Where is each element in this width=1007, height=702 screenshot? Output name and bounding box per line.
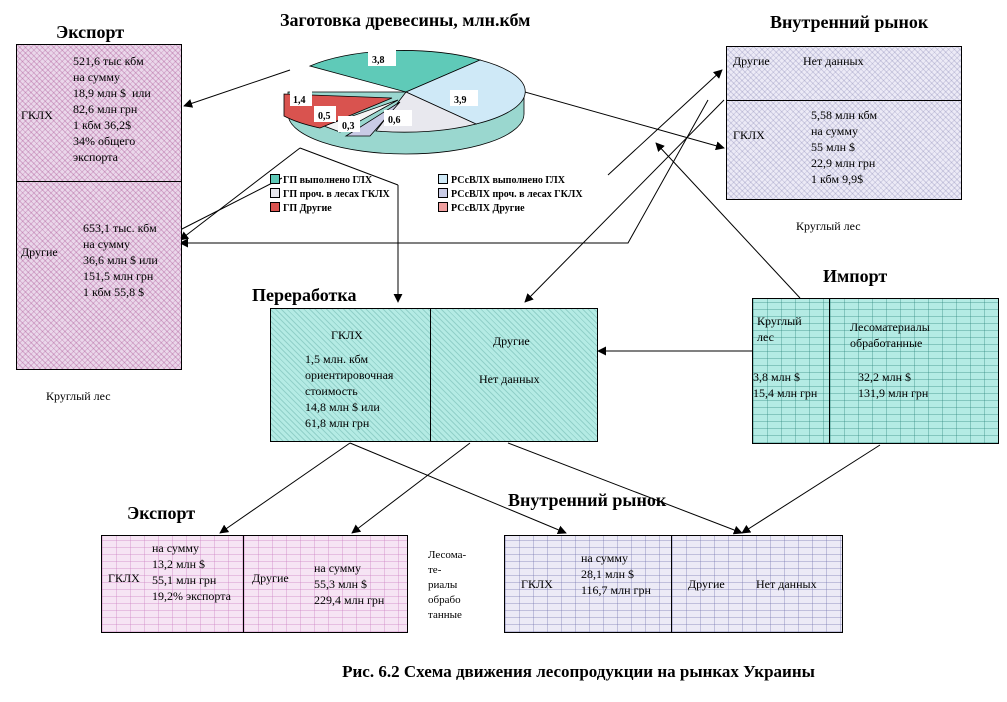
legend-item: ГП проч. в лесах ГКЛХ (270, 188, 390, 200)
export-bottom-other-text: на сумму 55,3 млн $ 229,4 млн грн (314, 561, 385, 607)
arrow-legend-domestic-other (607, 69, 723, 176)
pie-label-0-5: 0,5 (318, 111, 331, 122)
heading-harvest: Заготовка древесины, млн.кбм (280, 10, 531, 30)
legend-swatch (270, 188, 280, 198)
legend-swatch (438, 202, 448, 212)
pie-label-3-8: 3,8 (372, 55, 385, 66)
pie-label-0-3: 0,3 (342, 121, 355, 132)
heading-domestic-top: Внутренний рынок (770, 12, 929, 32)
legend-text: ГП проч. в лесах ГКЛХ (283, 189, 390, 200)
arrow-import-domestic (655, 142, 801, 299)
figure-caption: Рис. 6.2 Схема движения лесопродукции на… (342, 662, 815, 681)
domestic-bottom-other-value: Нет данных (756, 577, 817, 591)
domestic-top-caption: Круглый лес (796, 219, 861, 233)
export-top-other-text: 653,1 тыс. кбм на сумму 36,6 млн $ или 1… (83, 221, 158, 299)
export-bottom-gklh-label: ГКЛХ (108, 571, 140, 585)
line-harvest-processing (299, 147, 399, 186)
legend-item: РСсВЛХ Другие (438, 202, 525, 214)
harvest-pie-chart: 3,8 3,9 0,6 0,3 0,5 1,4 (283, 50, 526, 155)
export-top-caption: Круглый лес (46, 389, 111, 403)
legend-swatch (270, 202, 280, 212)
pie-label-0-6: 0,6 (388, 115, 401, 126)
arrow-processing-domestic-other (507, 442, 743, 535)
legend-item: РСсВЛХ выполнено ГЛХ (438, 174, 565, 186)
domestic-bottom-gklh-label: ГКЛХ (521, 577, 553, 591)
processing-other-box: Другие Нет данных (430, 308, 598, 442)
import-round-box: Круглый лес 3,8 млн $ 15,4 млн грн (752, 298, 830, 444)
arrow-harvest-export-gklh (183, 69, 291, 108)
heading-import: Импорт (823, 266, 888, 286)
heading-domestic-bottom: Внутренний рынок (508, 490, 667, 510)
domestic-bottom-other-box: Другие Нет данных (671, 535, 843, 633)
import-lumber-box: Лесоматериалы обработанные 32,2 млн $ 13… (829, 298, 999, 444)
arrow-domestic-processing (524, 99, 725, 303)
legend-swatch (270, 174, 280, 184)
processing-other-label: Другие (493, 334, 530, 348)
line-domestic-to-export-other (179, 99, 709, 248)
arrow-processing-domestic-gklh (349, 442, 567, 535)
import-lumber-label: Лесоматериалы обработанные (850, 320, 930, 350)
pie-label-3-9: 3,9 (454, 95, 467, 106)
export-top-gklh-box: ГКЛХ 521,6 тыс кбм на сумму 18,9 млн $ и… (16, 44, 182, 182)
import-round-label: Круглый лес (757, 314, 802, 344)
processing-gklh-text: 1,5 млн. кбм ориентировочная стоимость 1… (305, 352, 394, 430)
domestic-top-other-value: Нет данных (803, 54, 864, 68)
export-top-other-label: Другие (21, 245, 58, 259)
export-bottom-gklh-text: на сумму 13,2 млн $ 55,1 млн грн 19,2% э… (152, 541, 231, 603)
export-bottom-other-label: Другие (252, 571, 289, 585)
heading-processing: Переработка (252, 285, 357, 305)
processing-other-value: Нет данных (479, 372, 540, 386)
domestic-bottom-other-label: Другие (688, 577, 725, 591)
pie-legend: ГП выполнено ГЛХ РСсВЛХ выполнено ГЛХ ГП… (270, 174, 610, 222)
domestic-top-other-label: Другие (733, 54, 770, 68)
export-bottom-other-box: Другие на сумму 55,3 млн $ 229,4 млн грн (243, 535, 408, 633)
legend-text: ГП Другие (283, 203, 332, 214)
export-bottom-gklh-box: ГКЛХ на сумму 13,2 млн $ 55,1 млн грн 19… (101, 535, 244, 633)
domestic-top-gklh-box: ГКЛХ 5,58 млн кбм на сумму 55 млн $ 22,9… (726, 100, 962, 200)
pie-label-1-4: 1,4 (293, 95, 306, 106)
export-top-gklh-label: ГКЛХ (21, 108, 53, 122)
legend-item: ГП Другие (270, 202, 332, 214)
domestic-top-other-box: Другие Нет данных (726, 46, 962, 101)
domestic-bottom-gklh-box: ГКЛХ на сумму 28,1 млн $ 116,7 млн грн (504, 535, 672, 633)
export-top-other-box: Другие 653,1 тыс. кбм на сумму 36,6 млн … (16, 181, 182, 370)
legend-text: РСсВЛХ Другие (451, 203, 525, 214)
domestic-bottom-gklh-text: на сумму 28,1 млн $ 116,7 млн грн (581, 551, 651, 597)
arrow-harvest-export-other-2 (179, 177, 283, 231)
arrow-import-domestic-other (741, 444, 881, 534)
legend-swatch (438, 174, 448, 184)
legend-item: ГП выполнено ГЛХ (270, 174, 372, 186)
legend-text: ГП выполнено ГЛХ (283, 175, 373, 186)
export-top-gklh-text: 521,6 тыс кбм на сумму 18,9 млн $ или 82… (73, 54, 151, 164)
legend-text: РСсВЛХ проч. в лесах ГКЛХ (451, 189, 583, 200)
domestic-top-gklh-text: 5,58 млн кбм на сумму 55 млн $ 22,9 млн … (811, 108, 878, 186)
processing-gklh-label: ГКЛХ (331, 328, 363, 342)
legend-swatch (438, 188, 448, 198)
legend-item: РСсВЛХ проч. в лесах ГКЛХ (438, 188, 583, 200)
import-lumber-text: 32,2 млн $ 131,9 млн грн (858, 370, 929, 400)
heading-export-bottom: Экспорт (127, 503, 196, 523)
import-round-text: 3,8 млн $ 15,4 млн грн (753, 370, 818, 400)
arrow-processing-export-other (351, 442, 471, 534)
heading-export-top: Экспорт (56, 22, 125, 42)
domestic-bottom-side-caption: Лесома- те- риалы обрабо танные (428, 549, 467, 621)
legend-text: РСсВЛХ выполнено ГЛХ (451, 175, 565, 186)
arrow-harvest-export-other (179, 147, 301, 241)
arrow-processing-export-gklh (219, 442, 351, 534)
domestic-top-gklh-label: ГКЛХ (733, 128, 765, 142)
processing-gklh-box: ГКЛХ 1,5 млн. кбм ориентировочная стоимо… (270, 308, 431, 442)
